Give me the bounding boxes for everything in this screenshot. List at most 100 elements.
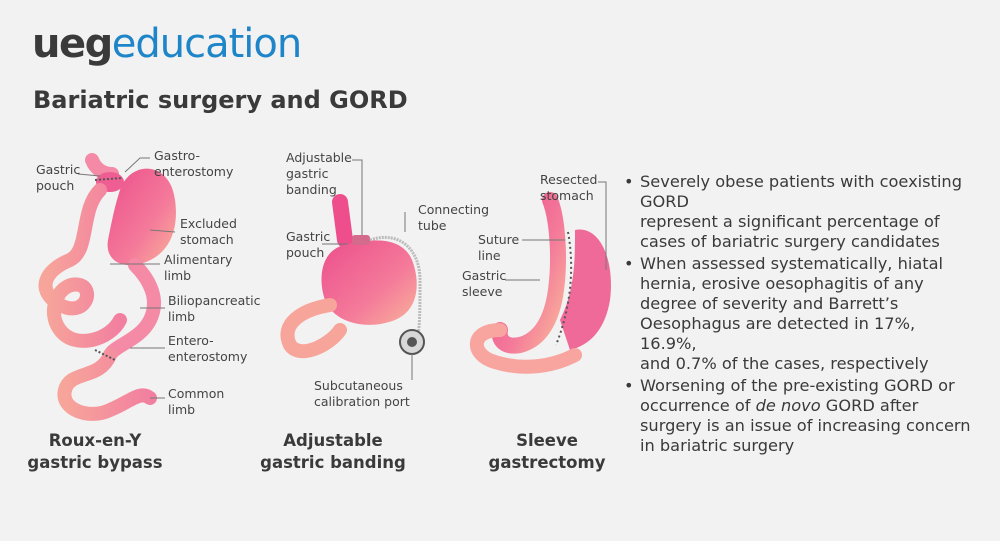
bullet-3-line-4: in bariatric surgery	[640, 436, 795, 455]
svg-text:Biliopancreatic: Biliopancreatic	[168, 293, 261, 308]
label-alimentary-limb-1: Alimentary	[164, 252, 233, 267]
label-sleeve-1: Gastric	[462, 268, 506, 283]
svg-text:Excluded: Excluded	[180, 216, 237, 231]
gastric-sleeve-shape	[491, 192, 566, 354]
caption-sleeve-2: gastrectomy	[488, 453, 606, 472]
label-enteroenterostomy-1: Entero-	[168, 333, 214, 348]
caption-banding: Adjustable gastric banding	[258, 430, 408, 474]
label-gastric-pouch-2: pouch	[36, 178, 74, 193]
svg-text:stomach: stomach	[180, 232, 234, 247]
label-biliopancreatic-2: limb	[168, 309, 195, 324]
svg-text:Subcutaneous: Subcutaneous	[314, 378, 403, 393]
svg-text:pouch: pouch	[286, 245, 324, 260]
logo-education: education	[111, 21, 302, 67]
svg-text:limb: limb	[164, 268, 191, 283]
sleeve-gastrectomy-diagram: Resected stomach Suture line Gastric sle…	[462, 172, 611, 374]
label-enteroenterostomy-2: enterostomy	[168, 349, 248, 364]
bullet-3-line-2-pre: occurrence of	[640, 396, 756, 415]
caption-banding-1: Adjustable	[283, 431, 383, 450]
svg-text:Connecting: Connecting	[418, 202, 489, 217]
svg-text:Gastric: Gastric	[286, 229, 330, 244]
svg-text:Gastro-: Gastro-	[154, 148, 200, 163]
svg-text:stomach: stomach	[540, 188, 594, 203]
svg-text:banding: banding	[286, 182, 337, 197]
label-resected-1: Resected	[540, 172, 597, 187]
svg-text:Entero-: Entero-	[168, 333, 214, 348]
caption-roux-en-y: Roux-en-Y gastric bypass	[20, 430, 170, 474]
svg-text:Gastric: Gastric	[36, 162, 80, 177]
bullet-3-line-2-em: de novo	[755, 396, 821, 415]
label-connecting-1: Connecting	[418, 202, 489, 217]
svg-text:enterostomy: enterostomy	[154, 164, 234, 179]
svg-text:sleeve: sleeve	[462, 284, 503, 299]
label-port-2: calibration port	[314, 394, 410, 409]
bullet-1-line-4: cases of bariatric surgery candidates	[640, 232, 940, 251]
label-port-1: Subcutaneous	[314, 378, 403, 393]
label-pouch-1: Gastric	[286, 229, 330, 244]
bullet-1-line-2: GORD	[640, 192, 689, 211]
bullet-2-line-4: Oesophagus are detected in 17%, 16.9%,	[640, 314, 916, 353]
label-resected-2: stomach	[540, 188, 594, 203]
caption-sleeve: Sleeve gastrectomy	[482, 430, 612, 474]
svg-text:line: line	[478, 248, 501, 263]
svg-text:Gastric: Gastric	[462, 268, 506, 283]
bullet-2-line-2: hernia, erosive oesophagitis of any	[640, 274, 924, 293]
caption-roux-en-y-2: gastric bypass	[27, 453, 163, 472]
bullet-3-line-1: Worsening of the pre-existing GORD or	[640, 376, 955, 395]
bullet-1-line-3: represent a significant percentage of	[640, 212, 940, 231]
svg-text:tube: tube	[418, 218, 447, 233]
page-title: Bariatric surgery and GORD	[33, 86, 408, 114]
label-connecting-2: tube	[418, 218, 447, 233]
label-suture-1: Suture	[478, 232, 520, 247]
label-gastroenterostomy-1: Gastro-	[154, 148, 200, 163]
bullet-2-line-5: and 0.7% of the cases, respectively	[640, 354, 929, 373]
label-excluded-stomach-1: Excluded	[180, 216, 237, 231]
svg-text:pouch: pouch	[36, 178, 74, 193]
bariatric-diagrams: Gastric pouch Gastro- enterostomy Exclud…	[36, 148, 611, 421]
svg-text:calibration port: calibration port	[314, 394, 410, 409]
bullet-2-line-1: When assessed systematically, hiatal	[640, 254, 944, 273]
label-suture-2: line	[478, 248, 501, 263]
gastric-banding-diagram: Adjustable gastric banding Connecting tu…	[280, 150, 489, 409]
label-alimentary-limb-2: limb	[164, 268, 191, 283]
bullet-item-3: Worsening of the pre-existing GORD or oc…	[622, 376, 972, 456]
label-pouch-2: pouch	[286, 245, 324, 260]
roux-en-y-diagram: Gastric pouch Gastro- enterostomy Exclud…	[36, 148, 261, 421]
banded-stomach-shape	[321, 240, 417, 325]
bullet-3-line-2: occurrence of de novo GORD after	[640, 396, 972, 416]
bullet-3-line-3: surgery is an issue of increasing concer…	[640, 416, 971, 435]
bullet-1-line-1: Severely obese patients with coexisting	[640, 172, 962, 191]
label-common-limb-1: Common	[168, 386, 224, 401]
svg-text:gastric: gastric	[286, 166, 329, 181]
label-gastroenterostomy-2: enterostomy	[154, 164, 234, 179]
svg-text:Alimentary: Alimentary	[164, 252, 233, 267]
svg-text:Adjustable: Adjustable	[286, 150, 352, 165]
bullet-item-2: When assessed systematically, hiatal her…	[622, 254, 972, 374]
caption-sleeve-1: Sleeve	[516, 431, 578, 450]
bullet-3-line-2-post: GORD after	[820, 396, 919, 415]
resected-stomach-shape	[560, 229, 611, 350]
label-common-limb-2: limb	[168, 402, 195, 417]
label-adjustable-3: banding	[286, 182, 337, 197]
svg-text:limb: limb	[168, 309, 195, 324]
svg-text:Resected: Resected	[540, 172, 597, 187]
bullet-item-1: Severely obese patients with coexisting …	[622, 172, 972, 252]
label-sleeve-2: sleeve	[462, 284, 503, 299]
svg-text:Suture: Suture	[478, 232, 520, 247]
caption-roux-en-y-1: Roux-en-Y	[48, 431, 142, 450]
ueg-education-logo: uegeducation	[32, 18, 302, 70]
label-biliopancreatic-1: Biliopancreatic	[168, 293, 261, 308]
label-gastric-pouch-1: Gastric	[36, 162, 80, 177]
svg-text:Common: Common	[168, 386, 224, 401]
label-adjustable-2: gastric	[286, 166, 329, 181]
caption-banding-2: gastric banding	[260, 453, 406, 472]
label-adjustable-1: Adjustable	[286, 150, 352, 165]
svg-text:limb: limb	[168, 402, 195, 417]
label-excluded-stomach-2: stomach	[180, 232, 234, 247]
gastric-band	[352, 235, 370, 245]
svg-text:enterostomy: enterostomy	[168, 349, 248, 364]
bullet-2-line-3: degree of severity and Barrett’s	[640, 294, 899, 313]
logo-ueg: ueg	[32, 21, 113, 67]
excluded-stomach-shape	[107, 168, 176, 266]
bullet-list: Severely obese patients with coexisting …	[622, 172, 972, 458]
